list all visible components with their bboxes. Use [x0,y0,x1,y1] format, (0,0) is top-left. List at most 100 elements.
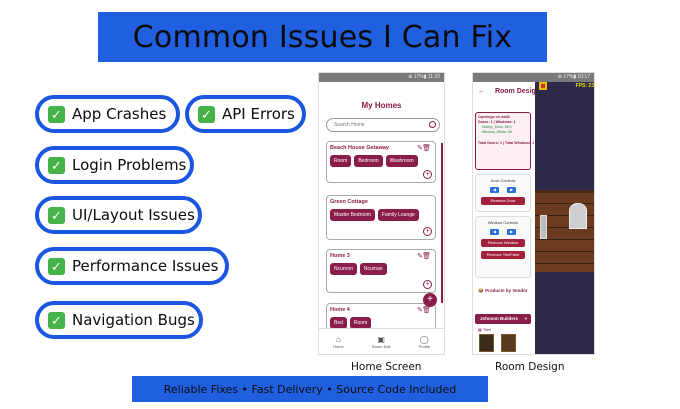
scrollbar[interactable] [441,143,443,303]
add-room-icon[interactable]: + [423,170,432,179]
room-chip[interactable]: Washroom [385,155,418,167]
search-icon[interactable] [429,121,436,128]
tiles-icon: ▦ [478,327,483,332]
home-card[interactable]: Home 3 ✎ 🗑 Ncurnon Ncuman + [326,249,436,293]
door-controls: Door Controls ◀ ▶ Remove Door [475,174,531,212]
products-title: 📦 Products by Vendor [475,288,531,294]
issue-pill-performance-issues: ✓ Performance Issues [35,247,229,285]
remove-door-button[interactable]: Remove Door [481,197,525,205]
check-icon: ✓ [198,105,215,123]
check-icon: ✓ [48,156,65,174]
control-panel: Openings on wall2 Doors: 1 | Windows: 1 … [473,102,535,354]
home-screen-phone: ⊕ 17%▮ 11:20 My Homes Search Home Beach … [318,72,445,355]
tile-thumbnail[interactable] [501,334,516,352]
remove-tile-button[interactable]: Remove Tile/Paint [481,251,525,259]
trash-icon[interactable]: 🗑 [422,145,431,152]
check-icon: ✓ [48,257,65,275]
door-controls-title: Door Controls [490,178,516,183]
tiles-label: ▦ Tiles [478,327,491,332]
nav-label: Home [333,343,344,349]
nav-item-room-edit[interactable]: ▣ Room Edit [372,335,391,349]
nav-item-profile[interactable]: ◯ Profile [419,335,430,349]
trash-icon[interactable]: 🗑 [422,307,431,314]
move-right-icon[interactable]: ▶ [507,187,516,193]
nav-item-home[interactable]: ⌂ Home [333,335,344,349]
issue-label: UI/Layout Issues [72,206,195,224]
home-card[interactable]: Green Cottage Master Bedroom Family Loun… [326,195,436,240]
tool-icon[interactable] [539,82,547,90]
check-icon: ✓ [48,311,65,329]
issue-pill-app-crashes: ✓ App Crashes [35,95,180,133]
trash-icon[interactable]: 🗑 [422,253,431,260]
3d-viewport[interactable]: FPS: 23 [535,82,594,354]
openings-info: Openings on wall2 Doors: 1 | Windows: 1 … [475,112,535,170]
window-model[interactable] [569,203,587,229]
window-controls-title: Window Controls [487,220,519,225]
profile-icon: ◯ [419,334,429,344]
edit-icon[interactable]: ✎ [417,253,423,260]
room-design-phone: ⊕ 17%▮ 10:17 ← Room Design FPS: 23 Openi… [472,72,595,355]
issue-pill-api-errors: ✓ API Errors [185,95,306,133]
search-input[interactable]: Search Home [326,118,440,132]
totals: Total Doors: 1 | Total Windows: 1 [478,141,535,145]
home-name: Beach House Getaway [330,145,389,151]
edit-icon[interactable]: ✎ [417,307,423,314]
room-edit-icon: ▣ [377,334,385,344]
room-chip[interactable]: Room [349,317,372,329]
home-name: Home 3 [330,253,350,259]
fps-counter: FPS: 23 [575,83,594,89]
home-screen-title: My Homes [361,101,402,110]
room-chip[interactable]: Family Lounge [377,209,419,221]
room-design-title: Room Design [494,88,541,95]
tile-thumbnail[interactable] [479,334,494,352]
status-bar: ⊕ 17%▮ 11:20 [319,73,444,82]
room-chip[interactable]: Bed [330,317,347,329]
issue-label: Performance Issues [72,257,219,275]
remove-window-button[interactable]: Remove Window [481,239,525,247]
issue-pill-ui-layout-issues: ✓ UI/Layout Issues [35,196,202,234]
title-banner: Common Issues I Can Fix [98,12,547,62]
issue-label: App Crashes [72,105,167,123]
add-room-icon[interactable]: + [423,227,432,236]
issue-label: Login Problems [72,156,187,174]
issue-pill-navigation-bugs: ✓ Navigation Bugs [35,301,203,339]
home-icon: ⌂ [335,334,341,344]
openings-counts: Doors: 1 | Windows: 1 [478,120,516,124]
nav-label: Room Edit [371,343,391,349]
back-arrow-icon[interactable]: ← [478,88,485,95]
openings-title: Openings on wall2 [478,115,510,119]
window-item: Window_White: 65 [482,130,512,134]
dropdown-caret-icon: ▾ [524,316,527,321]
move-right-icon[interactable]: ▶ [507,229,516,235]
room-chip[interactable]: Master Bedroom [330,209,375,221]
home-name: Green Cottage [330,199,368,205]
tiles-text: Tiles [482,327,492,332]
issue-pill-login-problems: ✓ Login Problems [35,146,194,184]
floor [535,272,594,354]
home-screen-caption: Home Screen [351,361,422,373]
search-placeholder: Search Home [334,122,365,128]
status-bar: ⊕ 17%▮ 10:17 [473,73,594,82]
room-chip[interactable]: Room [330,155,352,167]
footer-banner: Reliable Fixes • Fast Delivery • Source … [132,376,488,402]
add-room-icon[interactable]: + [423,280,432,289]
edit-icon[interactable]: ✎ [417,145,423,152]
check-icon: ✓ [48,105,65,123]
move-left-icon[interactable]: ◀ [490,187,499,193]
room-design-caption: Room Design [495,361,565,373]
bottom-nav: ⌂ Home ▣ Room Edit ◯ Profile [319,328,444,354]
add-home-button[interactable]: + [423,293,437,307]
home-card[interactable]: Home 4 ✎ 🗑 Bed Room [326,303,436,331]
room-design-header: ← Room Design [473,82,540,102]
builder-label: Johnson Builders [480,316,519,321]
issue-label: API Errors [222,105,295,123]
issue-label: Navigation Bugs [72,311,195,329]
room-chip[interactable]: Ncuman [359,263,387,275]
home-card[interactable]: Beach House Getaway ✎ 🗑 Room Bedroom Was… [326,141,436,183]
door-model[interactable] [540,215,547,239]
window-controls: Window Controls ◀ ▶ Remove Window Remove… [475,216,531,278]
room-chip[interactable]: Ncurnon [330,263,357,275]
move-left-icon[interactable]: ◀ [490,229,499,235]
room-chip[interactable]: Bedroom [354,155,383,167]
builder-dropdown[interactable]: Johnson Builders ▾ [475,314,531,324]
